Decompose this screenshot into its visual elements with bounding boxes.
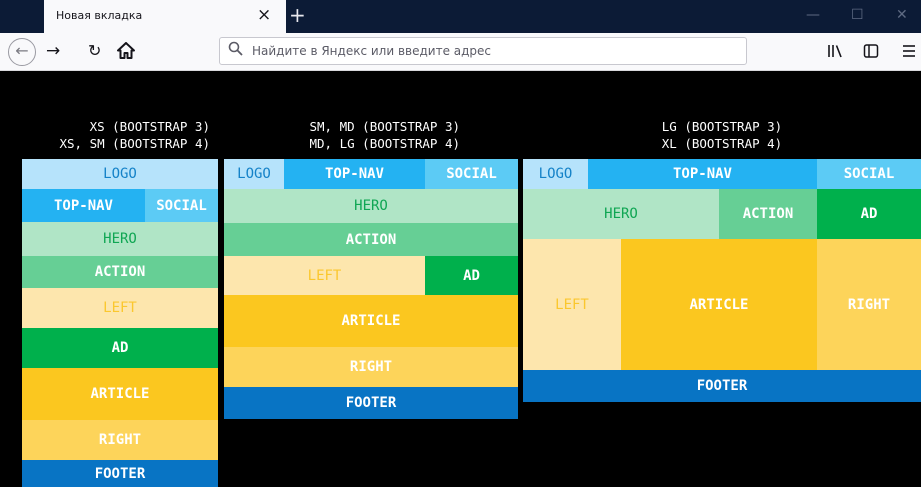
tab-close-icon[interactable]: × — [257, 5, 272, 25]
block-left: LEFT — [523, 239, 621, 370]
url-placeholder: Найдите в Яндекс или введите адрес — [252, 44, 492, 58]
block-footer: FOOTER — [224, 387, 518, 419]
block-ad: AD — [425, 256, 518, 295]
sidebar-icon[interactable] — [863, 43, 879, 64]
block-footer: FOOTER — [22, 460, 218, 487]
block-hero: HERO — [523, 189, 719, 239]
block-left: LEFT — [22, 288, 218, 328]
column-1-header: XS (BOOTSTRAP 3) XS, SM (BOOTSTRAP 4) — [59, 119, 210, 151]
minimize-icon[interactable]: — — [806, 7, 820, 23]
block-footer: FOOTER — [523, 370, 921, 402]
block-ad: AD — [22, 328, 218, 368]
block-right: RIGHT — [224, 347, 518, 387]
block-article: ARTICLE — [224, 295, 518, 347]
block-logo: LOGO — [224, 159, 284, 189]
block-left: LEFT — [224, 256, 425, 295]
block-article: ARTICLE — [621, 239, 817, 370]
maximize-icon[interactable]: ☐ — [851, 7, 864, 23]
block-hero: HERO — [22, 222, 218, 256]
block-top-nav: TOP-NAV — [22, 189, 145, 222]
back-icon[interactable]: ← — [8, 38, 36, 66]
url-bar[interactable]: Найдите в Яндекс или введите адрес — [219, 37, 747, 65]
block-action: ACTION — [719, 189, 817, 239]
block-right: RIGHT — [817, 239, 921, 370]
block-logo: LOGO — [523, 159, 588, 189]
menu-icon[interactable] — [902, 43, 916, 64]
column-3-header: LG (BOOTSTRAP 3) XL (BOOTSTRAP 4) — [661, 119, 783, 151]
home-icon[interactable] — [117, 42, 135, 64]
tab-strip: Новая вкладка × + — ☐ ✕ — [0, 0, 921, 33]
block-social: SOCIAL — [425, 159, 518, 189]
block-social: SOCIAL — [817, 159, 921, 189]
reload-icon[interactable]: ↻ — [88, 41, 102, 60]
page-content: XS (BOOTSTRAP 3) XS, SM (BOOTSTRAP 4) LO… — [0, 71, 921, 487]
block-hero: HERO — [224, 189, 518, 223]
forward-icon[interactable]: → — [46, 41, 61, 61]
column-2-header: SM, MD (BOOTSTRAP 3) MD, LG (BOOTSTRAP 4… — [309, 119, 460, 151]
block-action: ACTION — [22, 256, 218, 288]
library-icon[interactable] — [827, 43, 843, 64]
block-top-nav: TOP-NAV — [284, 159, 425, 189]
block-ad: AD — [817, 189, 921, 239]
active-tab[interactable]: Новая вкладка × — [44, 0, 286, 33]
search-icon — [228, 41, 243, 61]
block-social: SOCIAL — [145, 189, 218, 222]
new-tab-icon[interactable]: + — [289, 3, 306, 27]
block-right: RIGHT — [22, 420, 218, 460]
block-action: ACTION — [224, 223, 518, 256]
tab-title: Новая вкладка — [56, 9, 143, 22]
close-window-icon[interactable]: ✕ — [896, 7, 908, 23]
block-top-nav: TOP-NAV — [588, 159, 817, 189]
block-article: ARTICLE — [22, 368, 218, 420]
block-logo: LOGO — [22, 159, 218, 189]
navigation-toolbar: ← → ↻ Найдите в Яндекс или введите адрес — [0, 33, 921, 71]
